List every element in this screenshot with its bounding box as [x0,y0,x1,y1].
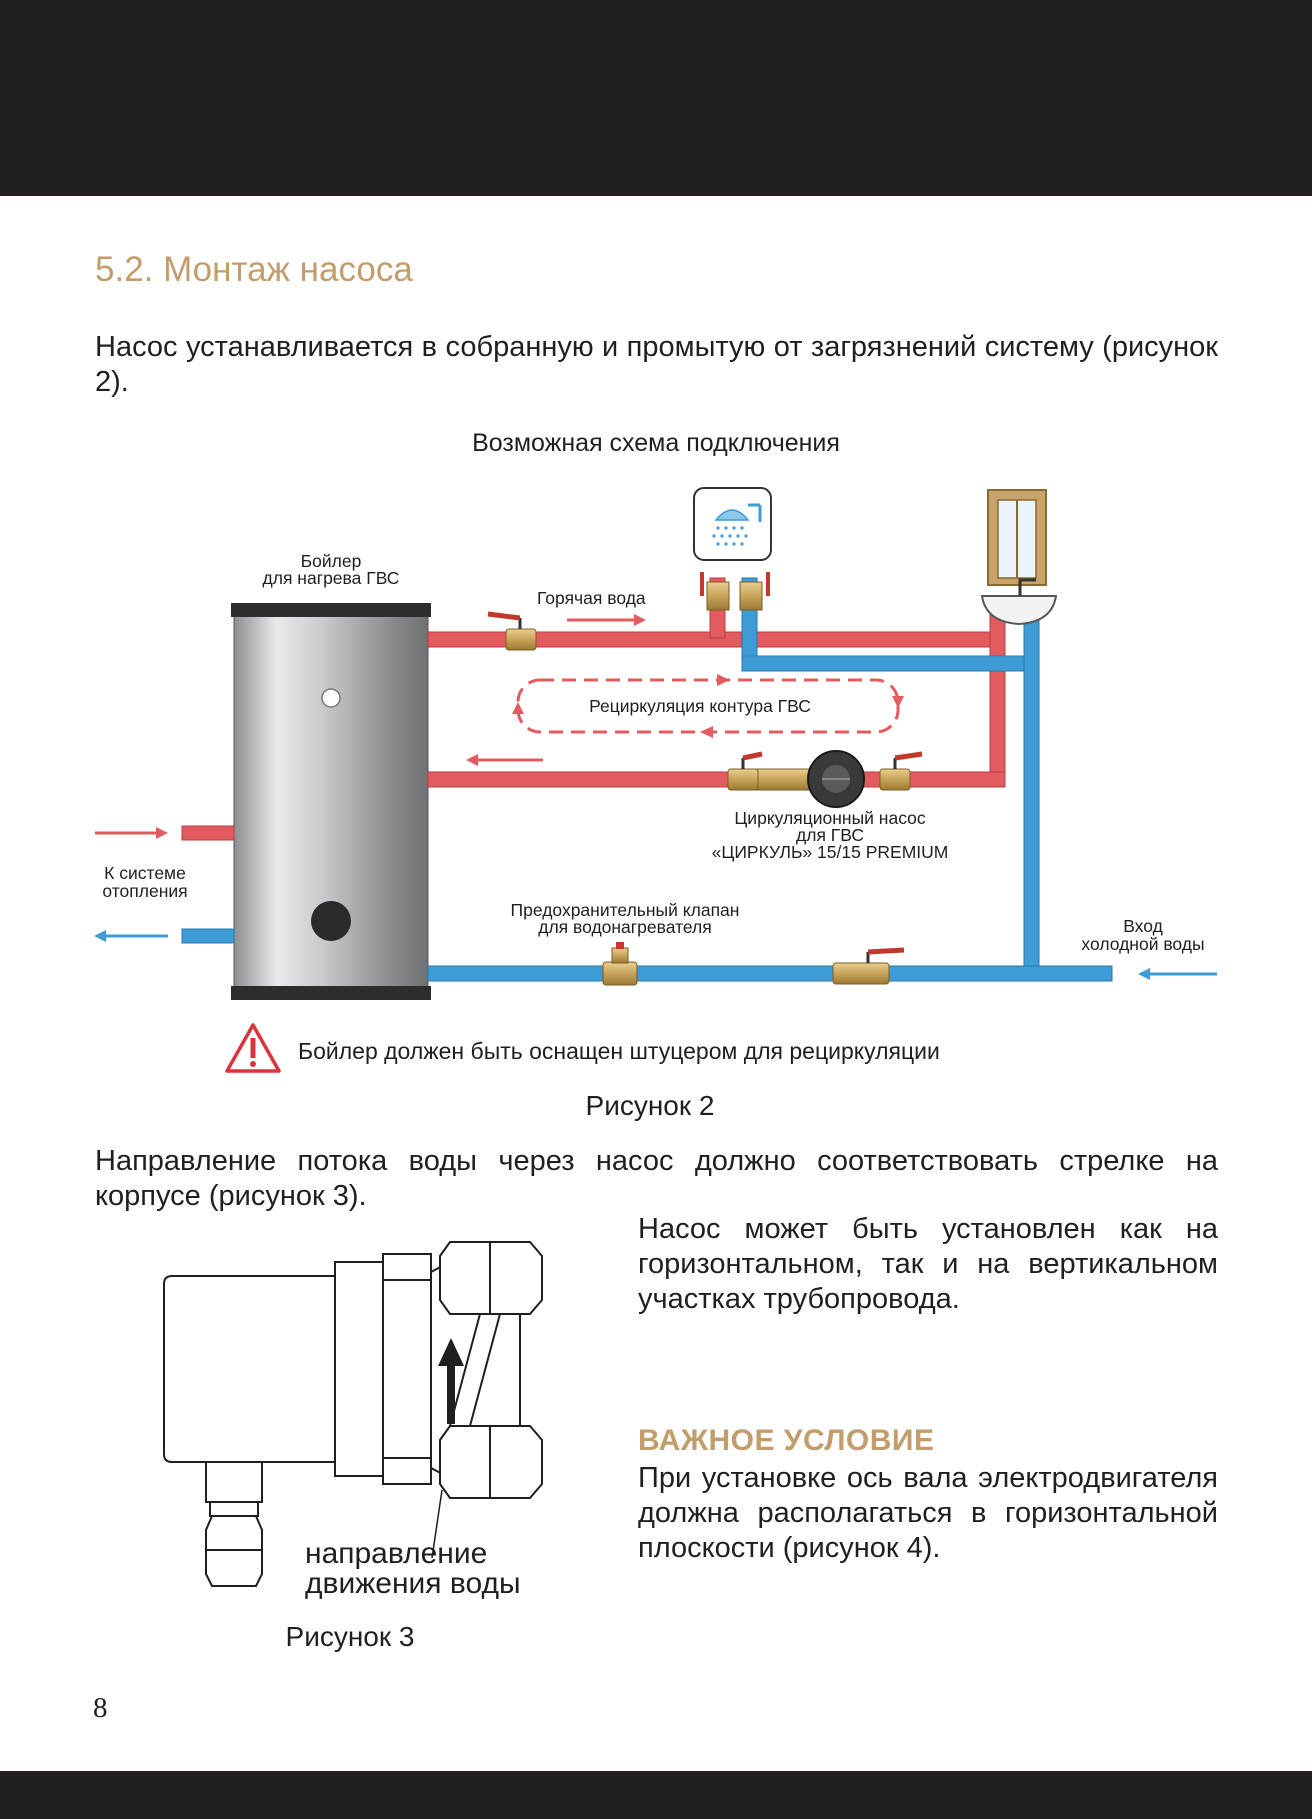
top-band [0,0,1312,196]
window-icon [987,489,1047,586]
important-heading: ВАЖНОЕ УСЛОВИЕ [638,1424,935,1457]
pump-label-line3: «ЦИРКУЛЬ» 15/15 PREMIUM [712,842,949,862]
motor-housing [163,1275,336,1463]
cold-water-pipe [427,577,1113,982]
mounting-paragraph: Насос может быть установлен как на гориз… [638,1213,1218,1315]
boiler-flange [311,901,351,941]
hot-valve [487,611,537,651]
return-arrow [466,754,543,766]
label-leader-line [431,1489,443,1559]
important-paragraph: При установке ось вала электродвигателя … [638,1462,1218,1564]
intro-paragraph: Насос устанавливается в собранную и пром… [95,331,1218,398]
pump-icon [755,750,865,808]
boiler-port [321,688,341,708]
section-title: 5.2. Монтаж насоса [95,250,413,289]
page-number: 8 [93,1692,108,1724]
fig3-label-line1: направление [305,1537,487,1570]
flow-direction-paragraph: Направление потока воды через насос долж… [95,1145,1218,1212]
figure3-caption: Рисунок 3 [285,1621,415,1652]
heating-return-stub [181,928,235,944]
heating-supply-stub [181,825,235,841]
flow-direction-arrow [438,1338,464,1424]
heating-label-line2: отопления [102,881,187,901]
figure2-caption: Рисунок 2 [585,1090,715,1121]
valve-label-line2: для водонагревателя [538,917,712,937]
recirculation-pipe [427,771,1006,788]
diagram-title: Возможная схема подключения [472,429,840,457]
shower-icon [693,487,772,561]
connection-diagram: Бойлер для нагрева ГВС К системе отоплен… [94,487,1217,1000]
heating-arrow-in [95,827,168,839]
boiler-label-line2: для нагрева ГВС [263,568,400,588]
bottom-band [0,1771,1312,1819]
warning-text: Бойлер должен быть оснащен штуцером для … [298,1038,940,1064]
warning-icon [225,1023,281,1073]
pump-drawing: направление движения воды [163,1241,543,1600]
terminal-box [205,1461,263,1503]
hot-water-arrow [567,614,646,626]
pump-valve-right [879,751,923,791]
boiler-tank [231,603,431,1000]
boiler-label-line1: Бойлер [301,551,362,571]
cold-water-label-line2: холодной воды [1081,934,1204,954]
cold-water-label-line1: Вход [1123,916,1163,936]
cold-valve [832,947,905,985]
pump-label-line1: Циркуляционный насос [734,808,926,828]
cold-water-arrow [1138,968,1217,980]
warning-note: Бойлер должен быть оснащен штуцером для … [225,1022,1095,1074]
recirculation-label: Рециркуляция контура ГВС [589,696,811,716]
recirculation-loop [512,674,904,738]
fig3-label-line2: движения воды [305,1567,521,1600]
heating-arrow-out [94,930,168,942]
valve-label-line1: Предохранительный клапан [511,900,740,920]
safety-valve-icon [602,942,638,986]
pump-label-line2: для ГВС [796,825,864,845]
shower-valves [700,572,770,611]
pump-valve-left [727,751,763,791]
sink-icon [980,578,1058,626]
hot-water-label: Горячая вода [537,588,646,608]
heating-label-line1: К системе [104,863,186,883]
motor-flange [334,1261,384,1477]
